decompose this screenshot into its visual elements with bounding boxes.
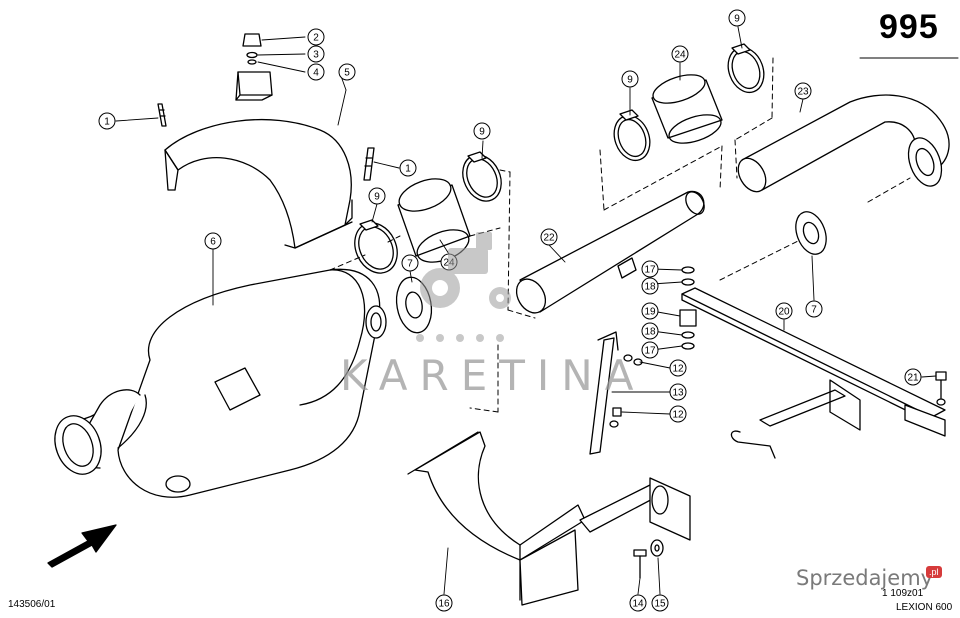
page-number: 995 bbox=[879, 8, 939, 46]
callout-9-b: 9 bbox=[473, 122, 491, 140]
callout-17-a: 17 bbox=[641, 260, 659, 278]
svg-text:1: 1 bbox=[405, 164, 411, 175]
svg-text:6: 6 bbox=[210, 237, 216, 248]
callout-5: 5 bbox=[338, 63, 356, 81]
callout-23: 23 bbox=[794, 82, 812, 100]
svg-text:4: 4 bbox=[313, 68, 319, 79]
drawing-number: 143506/01 bbox=[8, 599, 56, 610]
callout-1-left: 1 bbox=[98, 112, 116, 130]
callout-13: 13 bbox=[669, 383, 687, 401]
svg-text:7: 7 bbox=[407, 259, 413, 270]
svg-text:19: 19 bbox=[644, 307, 656, 318]
callout-21: 21 bbox=[904, 368, 922, 386]
bent-tailpipe bbox=[737, 94, 950, 193]
callout-3: 3 bbox=[307, 45, 325, 63]
svg-text:24: 24 bbox=[674, 50, 686, 61]
svg-text:9: 9 bbox=[734, 14, 740, 25]
svg-text:1: 1 bbox=[104, 117, 110, 128]
clamp-upper-left bbox=[613, 109, 651, 162]
exhaust-pipe-22 bbox=[515, 190, 705, 314]
svg-text:21: 21 bbox=[907, 373, 919, 384]
svg-text:13: 13 bbox=[672, 388, 684, 399]
svg-text:9: 9 bbox=[627, 75, 633, 86]
callout-7-a: 7 bbox=[401, 254, 419, 272]
direction-arrow bbox=[47, 524, 117, 568]
mounting-arm bbox=[579, 477, 691, 541]
svg-text:18: 18 bbox=[644, 327, 656, 338]
callout-16: 16 bbox=[435, 594, 453, 612]
site-watermark-name: Sprzedajemy bbox=[796, 566, 934, 590]
sleeve-lower bbox=[397, 178, 471, 263]
model-name: LEXION 600 bbox=[896, 602, 953, 613]
cap-nut bbox=[242, 33, 262, 65]
callout-9-d: 9 bbox=[728, 9, 746, 27]
washer-15 bbox=[650, 539, 664, 557]
callout-4: 4 bbox=[307, 63, 325, 81]
callout-17-b: 17 bbox=[641, 341, 659, 359]
bolt-14 bbox=[633, 549, 647, 579]
clamp-upper-right bbox=[727, 43, 765, 94]
svg-text:9: 9 bbox=[479, 127, 485, 138]
support-frame bbox=[681, 287, 946, 459]
lower-heat-shield bbox=[407, 431, 586, 606]
bolt-right bbox=[363, 147, 375, 181]
flange-gasket-upper bbox=[795, 211, 827, 255]
bolt-left bbox=[157, 103, 167, 127]
svg-text:20: 20 bbox=[778, 307, 790, 318]
callout-15: 15 bbox=[651, 594, 669, 612]
callout-1-right: 1 bbox=[399, 159, 417, 177]
clamp-middle bbox=[462, 151, 502, 202]
sleeve-upper bbox=[651, 74, 723, 144]
svg-text:22: 22 bbox=[543, 233, 555, 244]
callout-9-c: 9 bbox=[621, 70, 639, 88]
svg-text:9: 9 bbox=[374, 192, 380, 203]
callout-18-b: 18 bbox=[641, 322, 659, 340]
svg-text:7: 7 bbox=[811, 305, 817, 316]
tractor-watermark-icon bbox=[416, 232, 511, 342]
callout-9-a: 9 bbox=[368, 187, 386, 205]
bolts-21 bbox=[935, 371, 947, 406]
svg-text:5: 5 bbox=[344, 68, 350, 79]
clamp-lower-left bbox=[354, 219, 398, 274]
callout-7-b: 7 bbox=[805, 300, 823, 318]
callout-14: 14 bbox=[629, 594, 647, 612]
support-stay bbox=[589, 331, 619, 455]
callout-18-a: 18 bbox=[641, 277, 659, 295]
callout-22: 22 bbox=[540, 228, 558, 246]
svg-text:12: 12 bbox=[672, 364, 684, 375]
svg-text:17: 17 bbox=[644, 346, 656, 357]
svg-text:12: 12 bbox=[672, 410, 684, 421]
callout-19: 19 bbox=[641, 302, 659, 320]
svg-text:14: 14 bbox=[632, 599, 644, 610]
svg-text:15: 15 bbox=[654, 599, 666, 610]
svg-text:18: 18 bbox=[644, 282, 656, 293]
svg-text:3: 3 bbox=[313, 50, 319, 61]
callout-12-b: 12 bbox=[669, 405, 687, 423]
svg-text:17: 17 bbox=[644, 265, 656, 276]
upper-heat-shield bbox=[164, 71, 353, 249]
watermark-text: KARETINA bbox=[340, 351, 646, 400]
washers-stack-17-19 bbox=[679, 266, 697, 350]
callout-12-a: 12 bbox=[669, 359, 687, 377]
muffler-body bbox=[54, 268, 387, 498]
callout-6: 6 bbox=[204, 232, 222, 250]
svg-text:16: 16 bbox=[438, 599, 450, 610]
callout-20: 20 bbox=[775, 302, 793, 320]
callout-2: 2 bbox=[307, 28, 325, 46]
site-watermark-badge: .pl bbox=[926, 566, 942, 578]
assembly-dashed-lines bbox=[329, 57, 911, 413]
sheet-code: 1 109z01 bbox=[882, 588, 924, 599]
callout-24-b: 24 bbox=[671, 45, 689, 63]
leader-lines bbox=[115, 26, 937, 595]
svg-text:23: 23 bbox=[797, 87, 809, 98]
svg-text:2: 2 bbox=[313, 33, 319, 44]
